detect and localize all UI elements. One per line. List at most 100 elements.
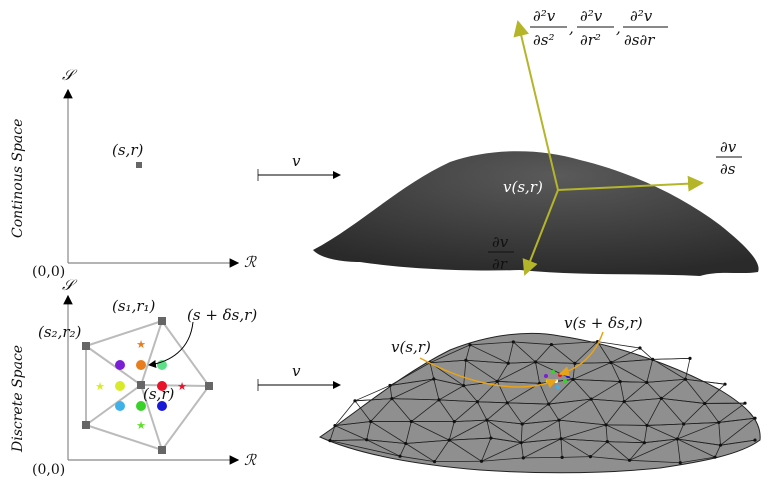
mesh-edge bbox=[560, 438, 563, 458]
continuous-point bbox=[136, 162, 142, 168]
mesh-edge bbox=[463, 385, 478, 403]
discrete-axes bbox=[63, 294, 240, 465]
mesh-edge bbox=[685, 358, 691, 380]
mesh-edge bbox=[429, 344, 471, 364]
mesh-vertex bbox=[609, 360, 613, 365]
mesh-edge bbox=[366, 421, 372, 440]
mesh-edge bbox=[513, 341, 552, 345]
d2r-num: ∂²v bbox=[580, 7, 603, 25]
mesh-vertex bbox=[447, 438, 451, 442]
mesh-edge bbox=[521, 438, 562, 444]
mesh-vertex bbox=[688, 356, 692, 361]
mesh-vertex bbox=[618, 379, 622, 384]
mesh-edge bbox=[590, 398, 607, 426]
mesh-edge bbox=[629, 442, 645, 461]
mesh-vertex bbox=[605, 440, 609, 444]
mesh-edge bbox=[520, 423, 523, 443]
mesh-vertex bbox=[511, 340, 515, 344]
mesh-edge bbox=[454, 401, 478, 422]
mesh-vertex bbox=[638, 346, 642, 350]
mesh-edge bbox=[469, 341, 514, 346]
vertex1-label: (s₁,r₁) bbox=[112, 297, 156, 315]
mesh-edge bbox=[481, 437, 492, 462]
continuous-space-label: Continous Space bbox=[10, 119, 26, 238]
mesh-edge bbox=[465, 359, 498, 382]
continuous-y-axis-label: 𝒮 bbox=[62, 66, 78, 84]
stencil-sample-point bbox=[115, 401, 125, 411]
mesh-edge bbox=[619, 381, 625, 402]
mesh-edge bbox=[433, 378, 440, 401]
mesh-edge bbox=[677, 438, 716, 458]
stencil-edge bbox=[140, 384, 210, 387]
mesh-sample-point bbox=[544, 374, 548, 378]
mesh-edge bbox=[714, 445, 721, 458]
mesh-edge bbox=[506, 402, 523, 425]
mesh-edge bbox=[486, 420, 492, 439]
mesh-edge bbox=[574, 341, 598, 364]
discrete-y-axis-label: 𝒮 bbox=[62, 276, 78, 294]
mesh-edge bbox=[477, 401, 488, 421]
mesh-edge bbox=[590, 441, 608, 457]
mesh-edge bbox=[680, 456, 716, 464]
mesh-sample-point bbox=[566, 374, 570, 378]
mesh-edge bbox=[354, 400, 372, 422]
mesh-vertex bbox=[645, 423, 649, 428]
discrete-x-axis-label: ℛ bbox=[244, 451, 257, 469]
mesh-edge bbox=[477, 401, 508, 404]
mesh-vertex bbox=[559, 437, 563, 441]
mesh-edge bbox=[661, 397, 705, 404]
stencil-vertex bbox=[82, 421, 90, 429]
mesh-vertex bbox=[713, 455, 717, 459]
mesh-edge bbox=[676, 423, 685, 440]
mesh-vertex bbox=[485, 418, 489, 422]
stencil-star-sample: ★ bbox=[136, 419, 146, 432]
mesh-edge bbox=[389, 385, 393, 399]
mesh-vertex bbox=[519, 441, 523, 445]
mesh-edge bbox=[720, 417, 756, 446]
mesh-edge bbox=[623, 401, 648, 426]
mesh-edge bbox=[704, 383, 726, 404]
second-derivative-vector bbox=[513, 20, 559, 191]
mesh-edge bbox=[676, 438, 681, 463]
mesh-edge bbox=[399, 443, 407, 457]
discrete-mesh-surface bbox=[318, 332, 761, 474]
mesh-vertex bbox=[627, 458, 632, 462]
mesh-edge bbox=[629, 438, 678, 461]
stencil-edge bbox=[85, 384, 142, 426]
second-derivative-fractions: ∂²v ∂s² , ∂²v ∂r² , ∂²v ∂s∂r bbox=[530, 7, 668, 49]
discrete-space-label: Discrete Space bbox=[10, 345, 26, 453]
stencil-mesh: ★★★★ bbox=[82, 317, 213, 454]
mesh-vertex bbox=[365, 438, 369, 442]
mesh-vertex bbox=[479, 459, 484, 463]
mesh-edge bbox=[539, 383, 549, 405]
mesh-edge bbox=[652, 359, 686, 380]
mesh-edge bbox=[334, 421, 371, 427]
mesh-neighbor-label: v(s + δs,r) bbox=[564, 314, 643, 332]
discrete-map-arrow bbox=[257, 379, 341, 391]
mesh-edge bbox=[661, 378, 686, 399]
mesh-vertex bbox=[589, 397, 593, 401]
mesh-edge bbox=[334, 400, 356, 426]
mesh-edge bbox=[644, 438, 678, 444]
mesh-edge bbox=[597, 341, 612, 363]
stencil-edge bbox=[140, 384, 163, 451]
mesh-edge bbox=[454, 419, 487, 423]
mesh-edge bbox=[391, 398, 439, 401]
mesh-edge bbox=[597, 341, 641, 349]
mesh-vertex bbox=[573, 361, 577, 365]
mesh-neighbor-pointer bbox=[558, 331, 604, 377]
mesh-edge bbox=[558, 419, 607, 426]
mesh-vertex bbox=[437, 398, 441, 402]
stencil-vertex bbox=[158, 317, 166, 325]
mesh-edge bbox=[685, 378, 726, 385]
mesh-edge bbox=[523, 438, 562, 459]
stencil-star-sample: ★ bbox=[177, 380, 187, 393]
mesh-vertex bbox=[369, 419, 373, 424]
discrete-map-label: v bbox=[292, 362, 301, 380]
mesh-edge bbox=[646, 378, 686, 383]
mesh-edge bbox=[572, 362, 612, 380]
d2r-den: ∂r² bbox=[580, 31, 601, 49]
stencil-sample-point bbox=[157, 381, 167, 391]
mesh-edge bbox=[605, 424, 608, 442]
mesh-edge bbox=[677, 422, 719, 440]
